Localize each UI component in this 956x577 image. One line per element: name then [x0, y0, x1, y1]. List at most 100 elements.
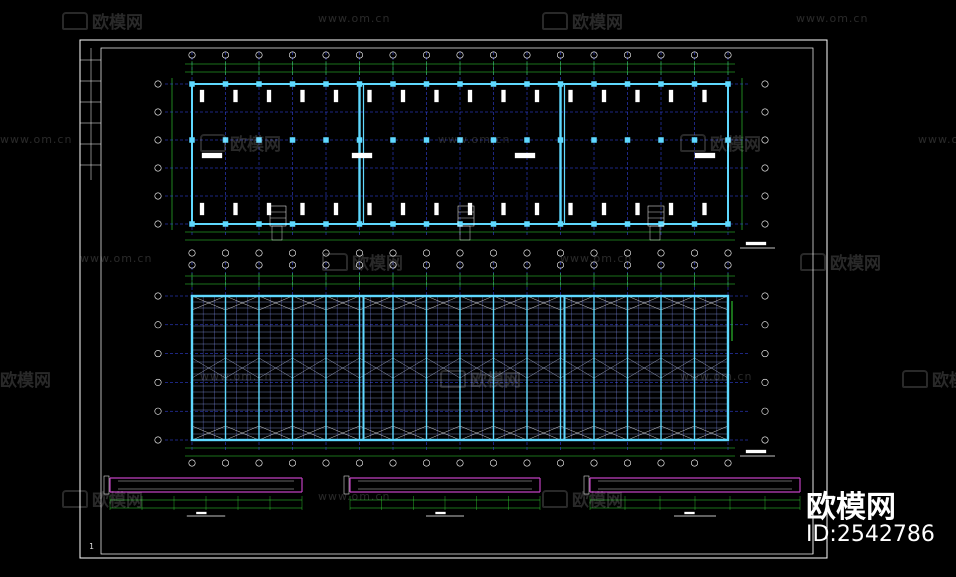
annotation-text-block: [601, 89, 607, 103]
roof-bracing: [694, 357, 729, 379]
grid-axis-bubble: [456, 459, 464, 467]
brand-logo-text: 欧模网: [806, 490, 896, 525]
grid-axis-bubble: [255, 51, 263, 59]
column-marker: [222, 221, 229, 227]
grid-axis-bubble: [456, 249, 464, 257]
roof-bracing: [258, 425, 293, 441]
annotation-text-block: [333, 89, 339, 103]
roof-bracing: [660, 425, 695, 441]
column-marker: [390, 137, 396, 143]
column-marker: [423, 81, 430, 87]
grid-axis-bubble: [761, 80, 769, 88]
annotation-text-block: [501, 89, 506, 103]
grid-axis-bubble: [288, 249, 296, 257]
roof-bracing: [459, 357, 494, 379]
column-marker: [691, 81, 698, 87]
sofa-logo-icon: [62, 12, 88, 30]
grid-axis-bubble: [556, 51, 564, 59]
annotation-text-block: [434, 202, 439, 216]
grid-axis-bubble: [761, 407, 769, 415]
roof-bracing: [392, 357, 427, 379]
beam-section-mark: [583, 475, 590, 495]
roof-bracing: [526, 295, 561, 311]
grid-axis-bubble: [556, 249, 564, 257]
roof-bracing: [292, 357, 327, 379]
annotation-text-block: [300, 89, 305, 103]
roof-bracing: [359, 425, 394, 441]
column-marker: [524, 137, 530, 143]
grid-axis-bubble: [690, 459, 698, 467]
grid-axis-bubble: [761, 378, 769, 386]
grid-axis-bubble: [422, 249, 430, 257]
column-marker: [289, 81, 296, 87]
roof-bracing: [493, 295, 528, 311]
column-marker: [557, 221, 564, 227]
roof-bracing: [392, 425, 427, 441]
grid-axis-bubble: [389, 249, 397, 257]
annotation-text-block: [233, 202, 238, 216]
column-marker: [390, 221, 396, 227]
column-marker: [591, 81, 597, 87]
roof-bracing: [359, 357, 394, 379]
grid-axis-bubble: [154, 350, 162, 358]
annotation-text-block: [467, 202, 473, 216]
annotation-text-block: [434, 89, 439, 103]
grid-axis-bubble: [523, 51, 531, 59]
grid-axis-bubble: [154, 108, 162, 116]
grid-axis-bubble: [222, 51, 230, 59]
grid-axis-bubble: [288, 261, 296, 269]
beam-section-mark: [343, 475, 350, 495]
watermark-logo: 欧模网: [440, 366, 521, 391]
annotation-text-block: [668, 89, 674, 103]
roof-bracing: [593, 295, 628, 311]
roof-bracing: [258, 357, 293, 379]
roof-bracing: [526, 357, 561, 379]
annotation-text-block: [501, 202, 506, 216]
brand-id-text: ID:2542786: [806, 522, 935, 547]
column-marker: [289, 137, 296, 143]
column-marker: [658, 221, 664, 227]
column-marker: [457, 137, 463, 143]
grid-axis-bubble: [154, 136, 162, 144]
roof-bracing: [593, 425, 628, 441]
grid-axis-bubble: [761, 350, 769, 358]
grid-axis-bubble: [154, 436, 162, 444]
watermark-url: www.om.cn: [796, 12, 869, 25]
grid-axis-bubble: [761, 108, 769, 116]
annotation-text-block: [534, 202, 540, 216]
watermark-logo: 欧模网: [680, 130, 761, 155]
roof-bracing: [191, 425, 226, 441]
grid-axis-bubble: [556, 261, 564, 269]
grid-axis-bubble: [322, 51, 330, 59]
roof-bracing: [459, 295, 494, 311]
column-marker: [624, 81, 631, 87]
roof-bracing: [325, 425, 360, 441]
sofa-logo-icon: [680, 134, 706, 152]
watermark-url: www.om.cn: [438, 133, 511, 146]
grid-axis-bubble: [761, 192, 769, 200]
watermark-url: www.om.cn: [318, 12, 391, 25]
column-marker: [189, 137, 195, 143]
grid-axis-bubble: [590, 51, 598, 59]
grid-axis-bubble: [154, 192, 162, 200]
annotation-text-block: [568, 89, 573, 103]
grid-axis-bubble: [389, 459, 397, 467]
annotation-text-block: [400, 202, 406, 216]
sheet-inner-frame: [100, 47, 814, 555]
column-marker: [624, 221, 631, 227]
grid-axis-bubble: [657, 261, 665, 269]
roof-bracing: [426, 357, 461, 379]
annotation-text-block: [702, 89, 707, 103]
column-marker: [490, 137, 497, 143]
roof-bracing: [392, 295, 427, 311]
annotation-text-block: [300, 202, 305, 216]
annotation-text-block: [400, 89, 406, 103]
sofa-logo-icon: [800, 253, 826, 271]
watermark-logo: 欧模网: [902, 366, 956, 391]
grid-axis-bubble: [288, 459, 296, 467]
roof-bracing: [325, 357, 360, 379]
annotation-text-block: [467, 89, 473, 103]
grid-axis-bubble: [761, 164, 769, 172]
grid-axis-bubble: [288, 51, 296, 59]
